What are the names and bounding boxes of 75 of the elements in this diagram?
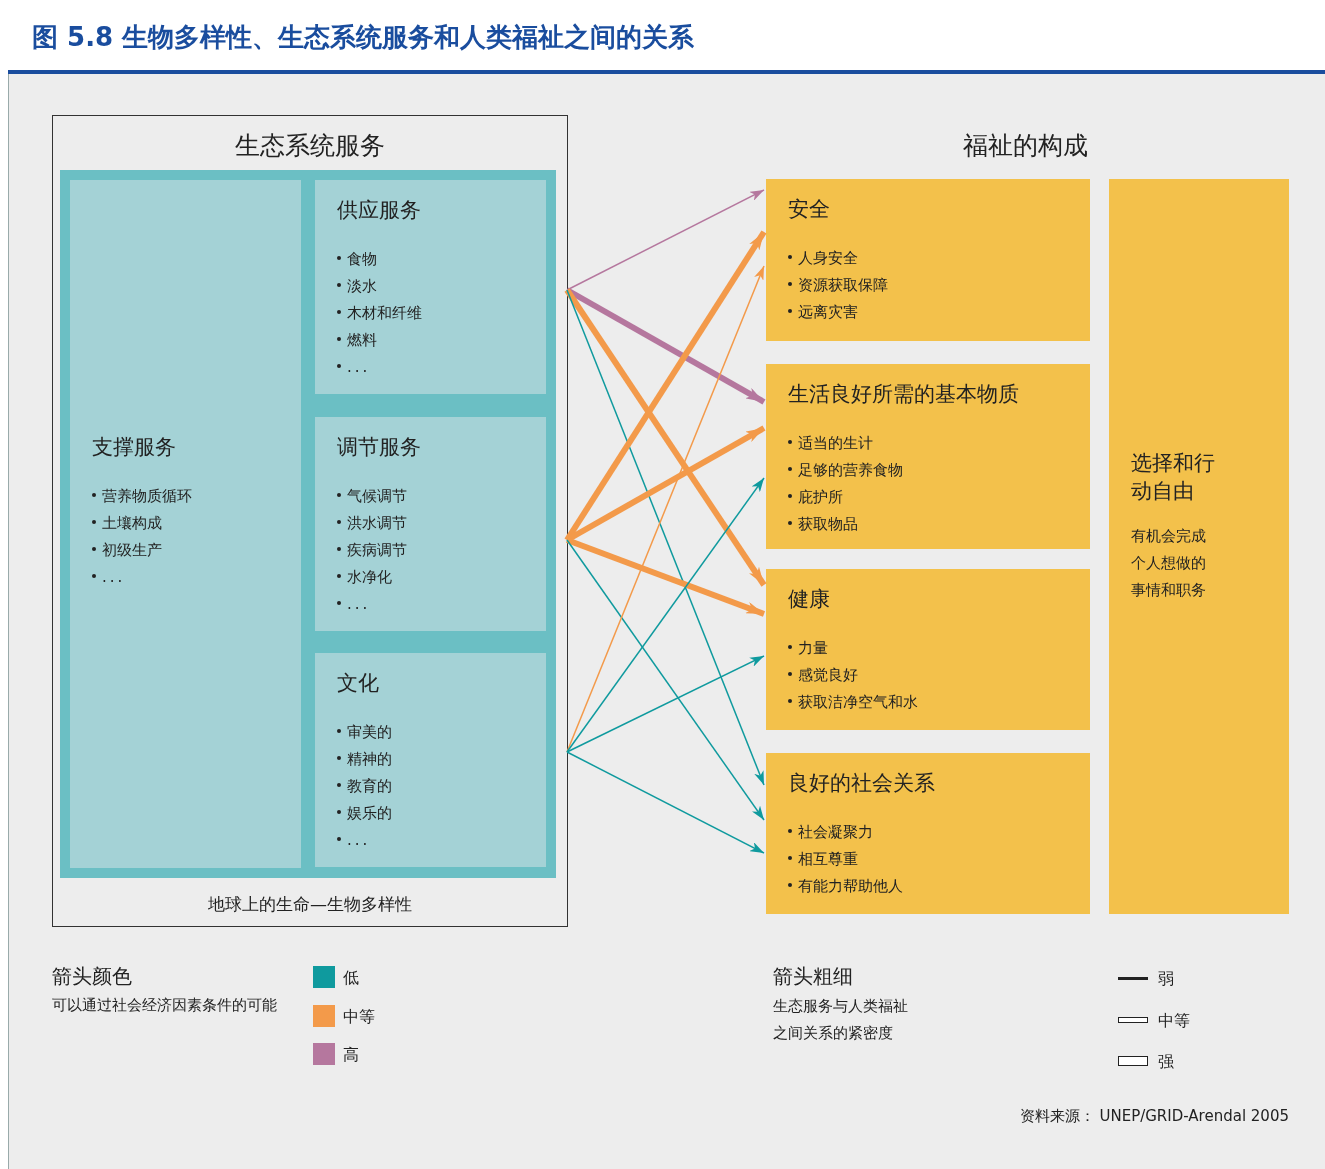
figure-title: 图 5.8 生物多样性、生态系统服务和人类福祉之间的关系 — [32, 21, 695, 54]
box-heading: 生活良好所需的基本物质 — [788, 381, 1019, 408]
arrow — [566, 655, 765, 753]
legend-label: 强 — [1158, 1051, 1174, 1073]
wellbeing-box — [1109, 179, 1289, 914]
legend-note: 生态服务与人类福祉之间关系的紧密度 — [773, 996, 909, 1044]
bullet-item: 营养物质循环 — [102, 487, 192, 505]
bullet-item: 足够的营养食物 — [798, 461, 903, 479]
bullet-item: 感觉良好 — [798, 666, 858, 684]
legend-label: 中等 — [343, 1006, 375, 1028]
arrow — [566, 539, 765, 821]
source-note: 资料来源： UNEP/GRID-Arendal 2005 — [1019, 1106, 1289, 1127]
legend-label: 弱 — [1158, 968, 1174, 990]
service-box — [315, 180, 546, 394]
bullet-item: 资源获取保障 — [798, 276, 888, 294]
legend-label: 高 — [343, 1044, 359, 1066]
legend-heading: 箭头粗细 — [773, 963, 853, 990]
bullet-item: 人身安全 — [798, 249, 858, 267]
service-box — [70, 180, 301, 868]
bullet-item: ... — [347, 831, 371, 849]
box-description: 有机会完成个人想做的事情和职务 — [1131, 526, 1207, 601]
legend-note: 可以通过社会经济因素条件的可能 — [52, 995, 277, 1016]
bullet-item: 适当的生计 — [798, 434, 873, 452]
bullet-item: 燃料 — [347, 331, 377, 349]
panel-footer: 地球上的生命—生物多样性 — [53, 890, 567, 918]
service-box — [315, 417, 546, 631]
bullet-item: 审美的 — [347, 723, 392, 741]
bullet-item: 娱乐的 — [347, 804, 392, 822]
bullet-item: 洪水调节 — [347, 514, 407, 532]
bullet-item: ... — [102, 568, 126, 586]
service-box — [315, 653, 546, 867]
arrow — [565, 287, 766, 405]
box-heading: 安全 — [788, 196, 831, 223]
arrow — [564, 230, 767, 542]
legend-label: 低 — [343, 967, 359, 989]
bullet-item: 有能力帮助他人 — [798, 877, 903, 895]
bullet-item: ... — [347, 595, 371, 613]
arrow — [564, 288, 767, 587]
wellbeing-box — [766, 753, 1090, 914]
box-heading: 良好的社会关系 — [788, 770, 935, 797]
bullet-item: 精神的 — [347, 750, 392, 768]
bullet-item: 水净化 — [347, 568, 392, 586]
legend-label: 中等 — [1158, 1010, 1190, 1032]
bullet-item: 获取洁净空气和水 — [798, 693, 918, 711]
panel-heading: 生态系统服务 — [234, 130, 386, 162]
bullet-item: 疾病调节 — [347, 541, 407, 559]
bullet-item: 食物 — [347, 250, 377, 268]
bullet-item: 远离灾害 — [798, 303, 858, 321]
wellbeing-box — [766, 569, 1090, 730]
bullet-item: 淡水 — [347, 277, 377, 295]
wellbeing-box — [766, 179, 1090, 341]
service-panel — [52, 115, 568, 927]
bullet-item: 社会凝聚力 — [798, 823, 873, 841]
bullet-item: 木材和纤维 — [347, 304, 422, 322]
bullet-item: 获取物品 — [798, 515, 858, 533]
box-heading: 健康 — [788, 586, 831, 613]
box-heading: 供应服务 — [337, 197, 422, 224]
bullet-item: 庇护所 — [798, 488, 843, 506]
bullet-item: 相互尊重 — [798, 850, 858, 868]
section-heading: 福祉的构成 — [961, 130, 1089, 162]
wellbeing-box — [766, 364, 1090, 549]
bullet-item: 初级生产 — [102, 541, 162, 559]
bullet-item: 气候调节 — [347, 487, 407, 505]
bullet-item: 土壤构成 — [102, 514, 162, 532]
box-heading: 支撑服务 — [92, 434, 177, 461]
legend-heading: 箭头颜色 — [52, 963, 132, 990]
bullet-item: ... — [347, 358, 371, 376]
box-heading: 文化 — [337, 670, 380, 697]
box-heading: 调节服务 — [337, 434, 421, 461]
arrow — [565, 537, 766, 617]
bullet-item: 教育的 — [347, 777, 392, 795]
box-heading: 选择和行动自由 — [1131, 450, 1216, 505]
arrow — [566, 477, 765, 753]
bullet-item: 力量 — [798, 639, 828, 657]
arrow — [566, 751, 765, 854]
